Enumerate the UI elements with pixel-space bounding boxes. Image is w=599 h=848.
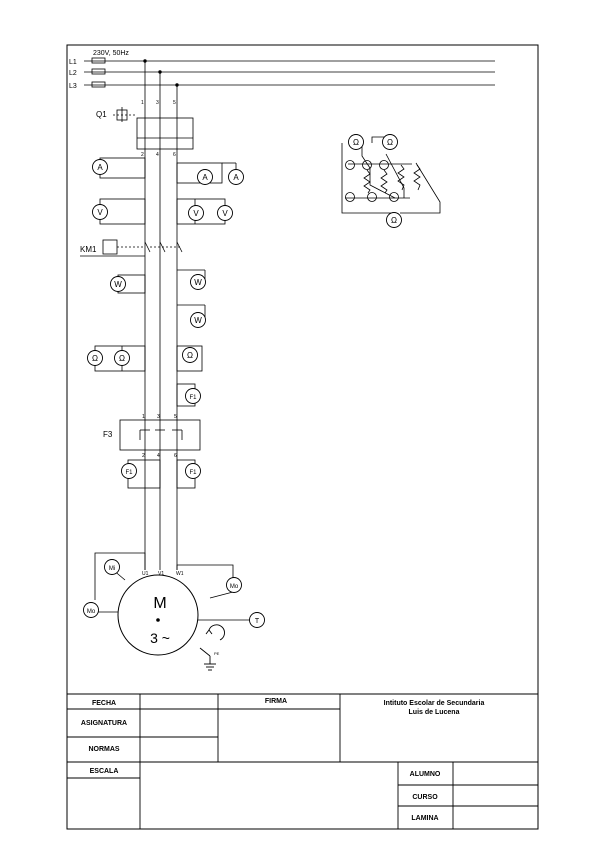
terminal-box	[341, 136, 441, 214]
rotation-arrow-icon	[205, 624, 225, 641]
sheet-border	[66, 44, 539, 830]
fuse-f3-label: F3	[103, 430, 113, 439]
ohmmeter-2-symbol: Ω	[119, 354, 125, 363]
voltmeter-3-symbol: V	[222, 209, 228, 218]
meter-mo-right: Mo	[226, 577, 242, 593]
terminal-ohmmeter-2: Ω	[382, 134, 398, 150]
breaker-top-terminal-1: 1	[141, 100, 144, 106]
supply-lines	[84, 57, 495, 88]
label-fecha: FECHA	[92, 700, 116, 707]
school-subtitle: Luis de Lucena	[409, 709, 460, 716]
wattmeter-wiring	[117, 269, 206, 318]
supply-rating: 230V, 50Hz	[93, 50, 129, 57]
ohmmeter-1-symbol: Ω	[92, 354, 98, 363]
f1-meter-upper: F1	[185, 388, 201, 404]
f1-meter-left: F1	[121, 463, 137, 479]
contactor-km1-label: KM1	[80, 245, 97, 254]
fuse-top-terminal-1: 1	[142, 414, 145, 420]
f1-meter-left-label: F1	[125, 470, 133, 476]
ammeter-1-symbol: A	[97, 163, 103, 172]
meter-mo-left-label: Mo	[87, 609, 96, 615]
label-normas: NORMAS	[88, 746, 119, 753]
title-block-grid	[67, 693, 538, 829]
tachometer-label: T	[255, 618, 260, 625]
breaker-bottom-terminal-4: 4	[156, 152, 159, 158]
meter-mo-left: Mo	[83, 602, 99, 618]
f1-meter-right: F1	[185, 463, 201, 479]
earth-icon	[199, 647, 216, 671]
voltmeter-2-symbol: V	[193, 209, 199, 218]
meter-mo-right-label: Mo	[230, 584, 239, 590]
wattmeter-3: W	[190, 312, 206, 328]
label-escala: ESCALA	[90, 768, 119, 775]
ammeter-2: A	[197, 169, 213, 185]
label-curso: CURSO	[412, 794, 438, 801]
contactor-km1	[80, 239, 183, 257]
f1-meter-upper-label: F1	[189, 395, 197, 401]
fuse-bottom-terminal-2: 2	[142, 453, 145, 459]
winding-zigzags	[363, 164, 421, 194]
ammeter-3: A	[228, 169, 244, 185]
terminal-ohmmeter-2-symbol: Ω	[387, 138, 393, 147]
breaker-q1-label: Q1	[96, 110, 107, 119]
supply-label-l1: L1	[69, 59, 77, 66]
f1-lower-wiring	[127, 459, 196, 489]
wattmeter-1: W	[110, 276, 126, 292]
voltmeter-1: V	[92, 204, 108, 220]
fuse-bottom-terminal-6: 6	[174, 453, 177, 459]
wattmeter-2-symbol: W	[194, 278, 202, 287]
motor-terminal-u1: U1	[142, 571, 149, 577]
motor-symbol: M	[153, 595, 166, 612]
ammeter-2-symbol: A	[202, 173, 208, 182]
voltmeter-3: V	[217, 205, 233, 221]
motor-terminal-v1: V1	[158, 571, 164, 577]
ohmmeter-3-symbol: Ω	[187, 351, 193, 360]
f1-meter-right-label: F1	[189, 470, 197, 476]
motor-phase: 3 ~	[150, 630, 170, 646]
ohmmeter-3: Ω	[182, 347, 198, 363]
main-conductors	[143, 59, 179, 570]
meter-mi: Mi	[104, 559, 120, 575]
meter-mi-label: Mi	[109, 566, 115, 572]
wattmeter-3-symbol: W	[194, 316, 202, 325]
wattmeter-2: W	[190, 274, 206, 290]
breaker-q1	[113, 107, 194, 150]
school-name: Intituto Escolar de Secundaria	[384, 700, 485, 707]
ammeter-wiring	[99, 157, 237, 184]
supply-label-l3: L3	[69, 83, 77, 90]
label-firma: FIRMA	[265, 698, 287, 705]
breaker-top-terminal-3: 3	[156, 100, 159, 106]
label-asignatura: ASIGNATURA	[81, 720, 127, 727]
wattmeter-1-symbol: W	[114, 280, 122, 289]
ohmmeter-1: Ω	[87, 350, 103, 366]
terminal-ohmmeter-1: Ω	[348, 134, 364, 150]
motor-shaft-point	[156, 618, 160, 622]
breaker-bottom-terminal-6: 6	[173, 152, 176, 158]
fuse-top-terminal-5: 5	[174, 414, 177, 420]
fuse-top-terminal-3: 3	[157, 414, 160, 420]
voltmeter-2: V	[188, 205, 204, 221]
earth-label: PE	[214, 651, 220, 656]
terminal-ohmmeter-3-symbol: Ω	[391, 216, 397, 225]
fuse-bottom-terminal-4: 4	[157, 453, 160, 459]
voltmeter-1-symbol: V	[97, 208, 103, 217]
label-lamina: LAMINA	[411, 815, 438, 822]
label-alumno: ALUMNO	[410, 771, 441, 778]
motor-terminal-w1: W1	[176, 571, 184, 577]
tachometer: T	[249, 612, 265, 628]
breaker-bottom-terminal-2: 2	[141, 152, 144, 158]
fuse-f3	[119, 419, 201, 451]
breaker-top-terminal-5: 5	[173, 100, 176, 106]
motor-body	[117, 574, 199, 656]
ohmmeter-2: Ω	[114, 350, 130, 366]
voltmeter-wiring	[99, 198, 226, 225]
ammeter-1: A	[92, 159, 108, 175]
ammeter-3-symbol: A	[233, 173, 239, 182]
terminal-ohmmeter-1-symbol: Ω	[353, 138, 359, 147]
terminal-ohmmeter-3: Ω	[386, 212, 402, 228]
supply-label-l2: L2	[69, 70, 77, 77]
